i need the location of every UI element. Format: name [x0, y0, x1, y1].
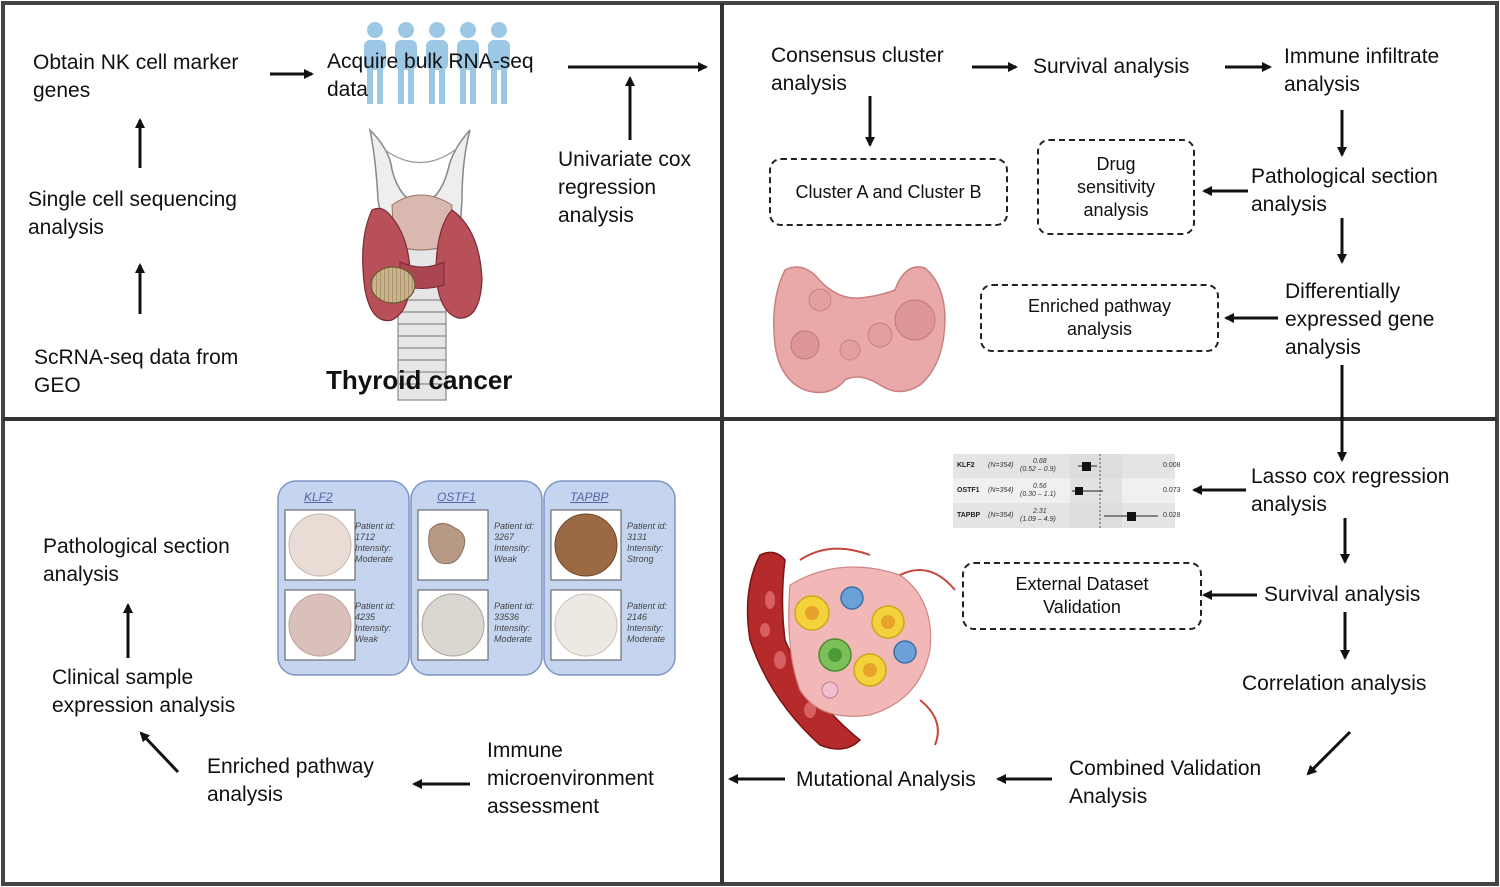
- forest-p-label: 0.028: [1163, 512, 1181, 519]
- forest-gene-label: OSTF1: [957, 487, 980, 494]
- combined-validation-step: Combined Validation Analysis: [1069, 757, 1262, 808]
- forest-gene-label: TAPBP: [957, 512, 981, 519]
- forest-hr-label: 0.68: [1033, 458, 1047, 465]
- acquire-bulk-rnaseq-step: Acquire bulk RNA-seq data: [327, 50, 534, 101]
- survival-analysis-step-bottom: Survival analysis: [1264, 583, 1421, 606]
- ihc-gene-name: KLF2: [304, 490, 333, 504]
- thyroid-cancer-title: Thyroid cancer: [326, 365, 513, 395]
- forest-p-label: 0.008: [1163, 462, 1181, 469]
- ihc-sample-info: Patient id: 4235 Intensity: Weak: [355, 601, 396, 644]
- thyroid-tissue-illustration: [773, 266, 946, 394]
- ihc-sample-info: Patient id: 2146 Intensity: Moderate: [627, 601, 668, 644]
- external-validation-box: External Dataset Validation: [962, 562, 1202, 630]
- forest-ci-label: (0.52 – 0.9): [1020, 466, 1056, 473]
- enriched-pathway-label-top: Enriched pathway analysis: [1027, 296, 1172, 339]
- forest-ci-label: (0.30 – 1.1): [1020, 491, 1056, 498]
- correlation-analysis-step: Correlation analysis: [1242, 672, 1427, 695]
- people-icon: [364, 22, 510, 104]
- obtain-nk-markers-step: Obtain NK cell marker genes: [33, 51, 239, 102]
- forest-p-label: 0.073: [1163, 487, 1181, 494]
- mutational-analysis-step: Mutational Analysis: [796, 768, 976, 791]
- arrows: [123, 62, 1352, 789]
- forest-n-label: (N=354): [988, 512, 1014, 519]
- forest-n-label: (N=354): [988, 462, 1014, 469]
- forest-n-label: (N=354): [988, 487, 1014, 494]
- ihc-panels: [277, 480, 676, 676]
- univariate-cox-step: Univariate cox regression analysis: [558, 148, 692, 227]
- immune-microenvironment-step: Immune microenvironment assessment: [487, 739, 654, 818]
- ihc-gene-name: TAPBP: [570, 490, 609, 504]
- clinical-sample-step: Clinical sample expression analysis: [52, 666, 236, 717]
- scrna-geo-step: ScRNA-seq data from GEO: [34, 346, 239, 397]
- pathological-section-step-bottom: Pathological section analysis: [43, 535, 230, 586]
- forest-hr-label: 0.56: [1033, 483, 1047, 490]
- drug-sensitivity-label: Drug sensitivity analysis: [1076, 153, 1156, 220]
- forest-plot: [953, 454, 1175, 528]
- forest-ci-label: (1.09 – 4.9): [1020, 516, 1056, 523]
- consensus-cluster-step: Consensus cluster analysis: [771, 44, 944, 95]
- cluster-ab-box: Cluster A and Cluster B: [769, 158, 1008, 226]
- drug-sensitivity-box: Drug sensitivity analysis: [1037, 139, 1195, 235]
- deg-analysis-step: Differentially expressed gene analysis: [1285, 280, 1435, 359]
- ihc-sample-info: Patient id: 3131 Intensity: Strong: [627, 521, 668, 564]
- ihc-sample-info: Patient id: 3267 Intensity: Weak: [494, 521, 535, 564]
- ihc-gene-name: OSTF1: [437, 490, 476, 504]
- tumor-microenvironment-illustration: [746, 547, 956, 750]
- external-validation-label: External Dataset Validation: [1015, 574, 1149, 617]
- forest-hr-label: 2.31: [1033, 508, 1047, 515]
- single-cell-sequencing-step: Single cell sequencing analysis: [28, 188, 237, 239]
- lasso-cox-step: Lasso cox regression analysis: [1251, 465, 1450, 516]
- cluster-ab-label: Cluster A and Cluster B: [795, 181, 982, 202]
- thyroid-anatomy-illustration: [362, 127, 483, 401]
- immune-infiltrate-step: Immune infiltrate analysis: [1284, 45, 1440, 96]
- enriched-pathway-step-bottom: Enriched pathway analysis: [207, 755, 374, 806]
- survival-analysis-step: Survival analysis: [1033, 55, 1190, 78]
- ihc-sample-info: Patient id: 33536 Intensity: Moderate: [494, 601, 535, 644]
- forest-gene-label: KLF2: [957, 462, 975, 469]
- ihc-sample-info: Patient id: 1712 Intensity: Moderate: [355, 521, 396, 564]
- enriched-pathway-box: Enriched pathway analysis: [980, 284, 1219, 352]
- pathological-section-step-top: Pathological section analysis: [1251, 165, 1438, 216]
